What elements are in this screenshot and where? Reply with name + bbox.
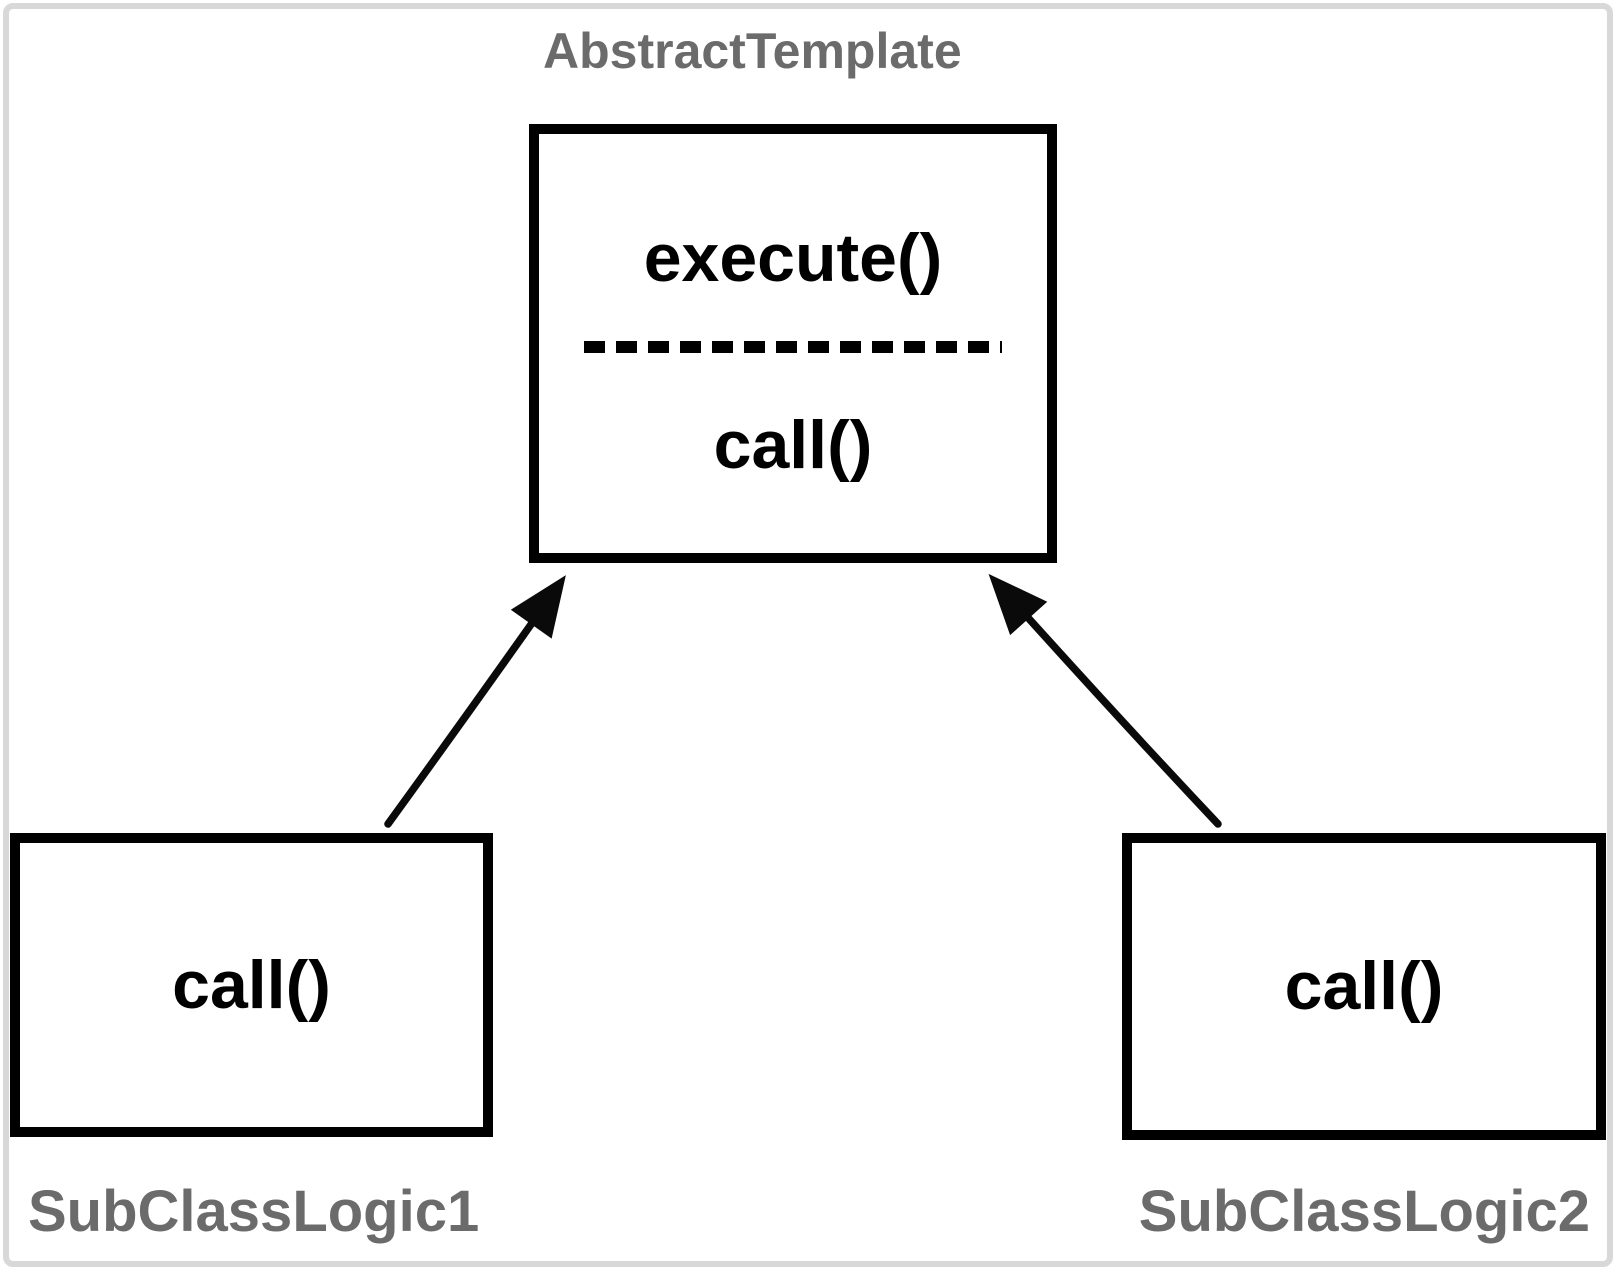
subclass2-box: call() (1122, 833, 1606, 1140)
abstract-method-call: call() (713, 407, 873, 484)
method-divider (584, 341, 1002, 354)
subclass2-label: SubClassLogic2 (1138, 1179, 1590, 1244)
abstract-class-title: AbstractTemplate (543, 23, 962, 79)
subclass1-method-call: call() (172, 946, 331, 1023)
subclass1-label: SubClassLogic1 (28, 1179, 480, 1244)
subclass2-method-call: call() (1284, 948, 1444, 1025)
inheritance-arrow-left (384, 575, 566, 828)
subclass1-box: call() (10, 833, 493, 1137)
abstract-class-box: execute() call() (529, 124, 1057, 563)
inheritance-arrow-right (988, 573, 1222, 828)
abstract-method-execute: execute() (643, 220, 943, 296)
